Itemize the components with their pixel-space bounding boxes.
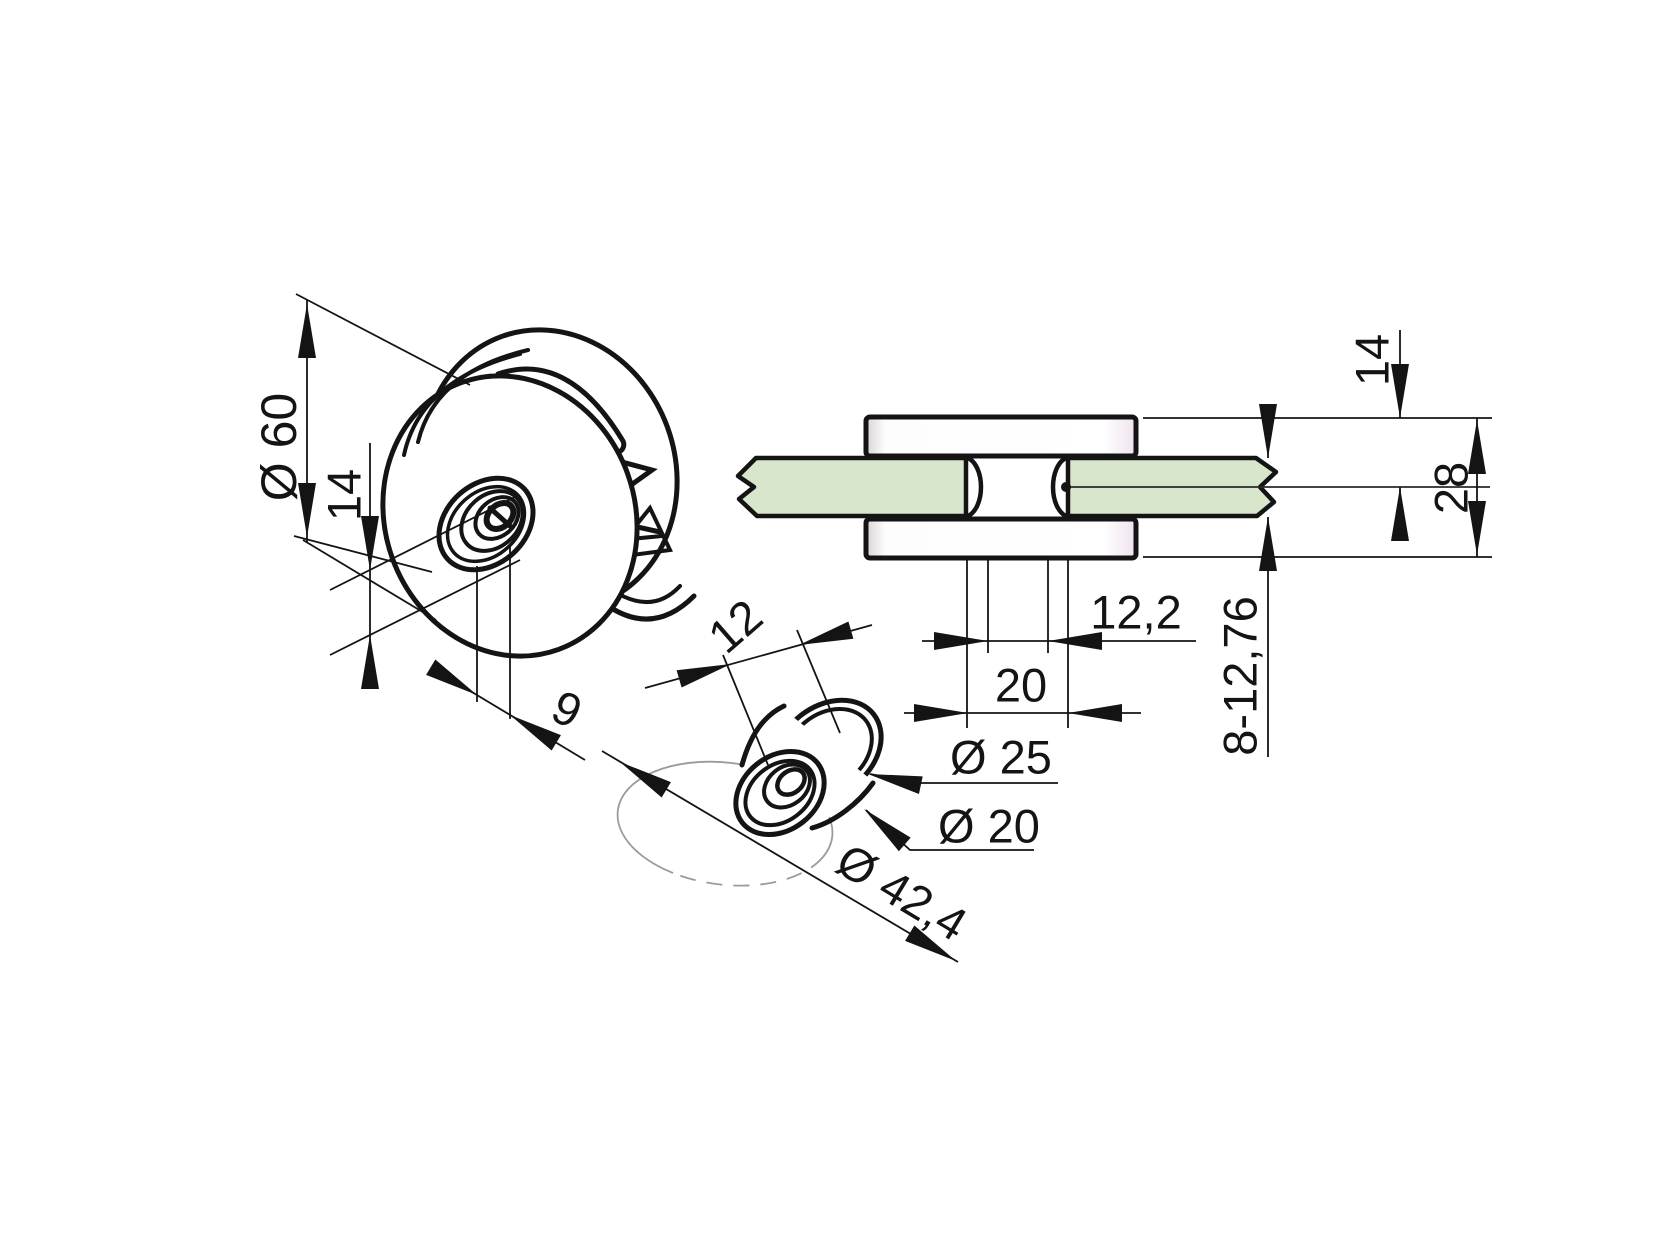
clamp-plate-top [863, 414, 1139, 459]
dim-clamp-total-height-label: 28 [1425, 462, 1478, 514]
dim-glass-gap: 20 [904, 659, 1141, 722]
dim-clamp-half-height-label: 14 [1346, 334, 1399, 386]
dim-bushing-length-label: 12 [698, 589, 772, 663]
dim-glass-gap-label: 20 [995, 659, 1047, 712]
gasket-right [1050, 454, 1070, 520]
centerline-dot [1061, 482, 1071, 492]
gasket-left [964, 454, 984, 520]
tube-ellipse-hidden [672, 856, 824, 887]
section-view: 12,2 20 14 28 [735, 330, 1492, 757]
dim-body-diameter: Ø 20 [864, 800, 1040, 853]
bushing-part [733, 697, 884, 838]
dim-glass-thickness-range-label: 8-12,76 [1214, 596, 1267, 755]
dim-spacer-width: 12,2 [922, 586, 1196, 650]
dim-spacer-width-label: 12,2 [1090, 586, 1181, 639]
isometric-view: Ø 60 14 9 [251, 293, 697, 761]
glass-panel-left [735, 455, 969, 519]
dim-clamp-half-height: 14 [1346, 330, 1409, 541]
bushing-detail-view: 12 Ø 42,4 Ø 25 Ø 20 [601, 589, 1058, 963]
dim-plate-thickness-label: 14 [318, 469, 371, 521]
dim-plate-thickness: 14 [318, 443, 521, 689]
dim-body-diameter-label: Ø 20 [938, 800, 1040, 853]
dim-glass-thickness-range: 8-12,76 [1214, 404, 1277, 757]
dim-hub-depth-label: 9 [544, 679, 590, 738]
dim-flange-diameter-label: Ø 25 [950, 731, 1052, 784]
clamp-slot-rim-2 [416, 348, 530, 444]
dim-clamp-total-height: 28 [1425, 418, 1486, 557]
dim-outer-diameter-label: Ø 60 [251, 393, 307, 501]
dim-flange-diameter: Ø 25 [868, 731, 1058, 795]
clamp-plate-bottom [863, 516, 1139, 561]
dim-outer-diameter: Ø 60 [251, 293, 471, 621]
